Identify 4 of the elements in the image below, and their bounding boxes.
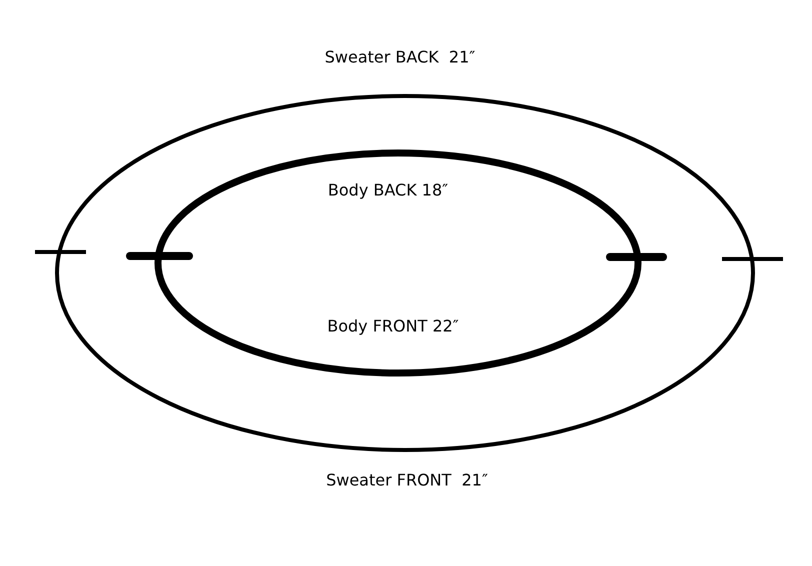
measurement-label: Body FRONT 22″ [327,316,459,336]
measurement-label: Sweater BACK 21″ [324,48,476,66]
measurement-label: Body BACK 18″ [328,180,448,200]
measurement-label: Sweater FRONT 21″ [326,470,488,490]
